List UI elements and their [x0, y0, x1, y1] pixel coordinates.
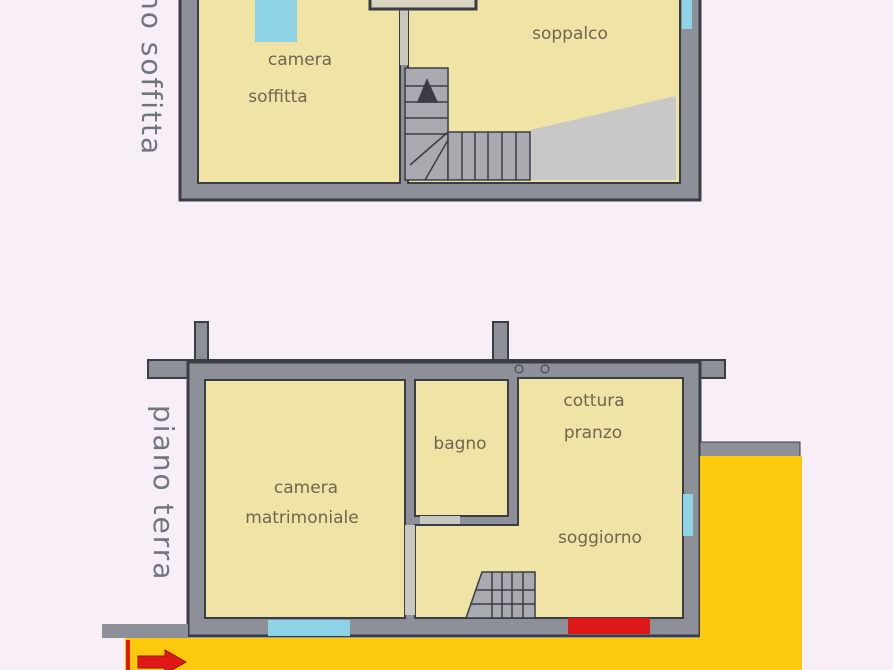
entrance-door — [568, 618, 650, 634]
room-label: matrimoniale — [245, 508, 359, 528]
staircase — [404, 67, 531, 181]
sloped-roof-area — [530, 96, 676, 180]
room-camera-matrimoniale — [204, 379, 406, 619]
arrow-right-icon — [137, 649, 188, 670]
room-camera-soffitta — [197, 0, 401, 184]
room-label: soppalco — [532, 24, 608, 44]
window — [683, 494, 693, 536]
ground-floor-plan — [102, 321, 802, 670]
upper-floor-plan — [178, 0, 702, 202]
room-label: cottura — [563, 391, 625, 411]
room-label: bagno — [433, 434, 487, 454]
room-bagno — [414, 379, 509, 517]
yard-front — [125, 638, 802, 670]
room-label: camera — [273, 478, 339, 498]
room-label: camera — [267, 50, 333, 70]
room-label: soffitta — [248, 87, 308, 107]
window — [268, 620, 350, 636]
ground-floor-title: piano terra — [147, 405, 180, 582]
staircase — [464, 571, 536, 619]
skylight-window — [255, 0, 297, 42]
room-label: pranzo — [563, 423, 623, 443]
room-label: soggiorno — [558, 528, 642, 548]
window — [682, 0, 692, 29]
upper-floor-title: no soffitta — [135, 0, 168, 157]
yard-right — [700, 456, 802, 670]
room-soggiorno — [414, 377, 684, 619]
